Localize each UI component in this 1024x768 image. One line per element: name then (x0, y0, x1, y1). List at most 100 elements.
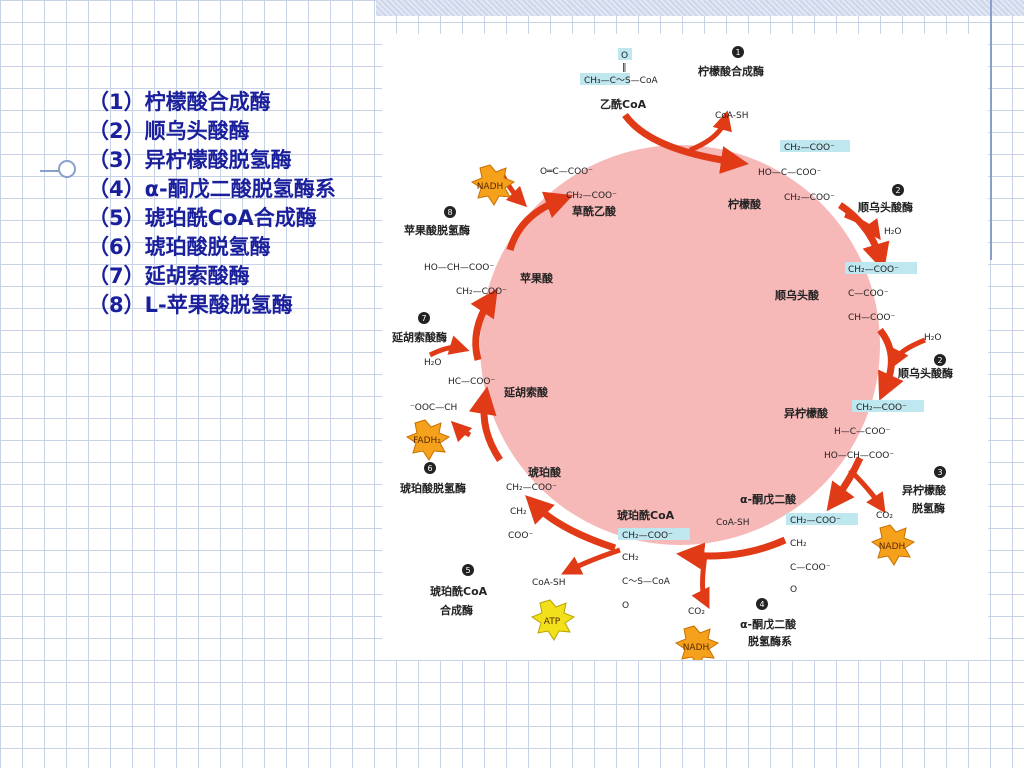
tca-cycle-diagram: NADH FADH₂ NADH NADH ATP 1 2 2 3 4 5 6 7… (382, 34, 988, 667)
citrate-line-2: HO—C—COO⁻ (758, 168, 822, 178)
arrow-step-1 (622, 112, 749, 174)
nadh-star-3 (870, 524, 916, 566)
fadh2-star (405, 419, 451, 461)
byproduct-h2o-fum: H₂O (424, 358, 441, 368)
scoa-line-1: CH₂—COO⁻ (622, 531, 673, 541)
arrow-fadh2-out (450, 420, 473, 443)
arrow-h2o-in (890, 337, 926, 369)
malate-line-2: CH₂—COO⁻ (456, 287, 507, 297)
byproduct-co2-2: CO₂ (688, 607, 705, 617)
enzyme-label-4a: α-酮戊二酸 (740, 617, 797, 631)
enzyme-item-2: （2）顺乌头酸酶 (88, 117, 348, 146)
byproduct-h2o-out: H₂O (884, 227, 901, 237)
enzyme-label-3a: 异柠檬酸 (902, 483, 947, 497)
succinate-line-1: CH₂—COO⁻ (506, 483, 557, 493)
enzyme-number: （4） (88, 176, 145, 201)
metabolite-citrate: 柠檬酸 (728, 197, 762, 211)
nadh-label-8: NADH (477, 182, 504, 192)
step-num-5: 5 (465, 566, 470, 575)
enzyme-name: 柠檬酸合成酶 (144, 90, 271, 114)
acetyl-o: O (621, 51, 628, 61)
cis-line-1: CH₂—COO⁻ (848, 265, 899, 275)
succinate-line-3: COO⁻ (508, 531, 533, 541)
fadh2-label: FADH₂ (413, 436, 441, 446)
nadh-label-3: NADH (879, 542, 906, 552)
cycle-center-circle (480, 145, 880, 545)
header-pattern-band (376, 0, 1024, 16)
enzyme-labels: 柠檬酸合成酶 顺乌头酸酶 顺乌头酸酶 异柠檬酸 脱氢酶 α-酮戊二酸 脱氢酶系 … (391, 64, 953, 648)
iso-line-2: H—C—COO⁻ (834, 427, 891, 437)
cis-highlight (845, 262, 917, 274)
step-num-4: 4 (759, 600, 764, 609)
akg-line-2: CH₂ (790, 539, 807, 549)
akg-line-4: O (790, 585, 797, 595)
tca-cycle-svg: NADH FADH₂ NADH NADH ATP 1 2 2 3 4 5 6 7… (391, 46, 953, 667)
oaa-line-1: O═C—COO⁻ (540, 167, 593, 177)
atp-label: ATP (544, 617, 561, 627)
enzyme-label-2a: 顺乌头酸酶 (858, 200, 913, 214)
enzyme-item-7: （7）延胡索酸酶 (88, 262, 348, 291)
arrow-step-6 (468, 386, 503, 462)
enzyme-name: α-酮戊二酸脱氢酶系 (144, 176, 336, 201)
step-badge-7 (418, 312, 430, 324)
iso-highlight (852, 400, 924, 412)
enzyme-name: L-苹果酸脱氢酶 (144, 292, 293, 317)
enzyme-item-5: （5）琥珀酰CoA合成酶 (88, 204, 348, 233)
cis-line-2: C—COO⁻ (848, 289, 889, 299)
structural-formulas: O ‖ CH₃—C～S—CoA CH₂—COO⁻ HO—C—COO⁻ CH₂—C… (410, 48, 924, 611)
arrow-co2-out-2 (691, 554, 710, 609)
arrow-step-8 (506, 191, 574, 252)
step-number-badges (418, 46, 946, 610)
metabolite-isocitrate: 异柠檬酸 (784, 406, 829, 420)
succinate-line-2: CH₂ (510, 507, 527, 517)
metabolite-fumarate: 延胡索酸 (503, 385, 549, 399)
enzyme-number: （1） (88, 90, 145, 114)
scoa-line-4: O (622, 601, 629, 611)
enzyme-number: （8） (88, 292, 145, 317)
step-badge-6 (424, 462, 436, 474)
enzyme-number: （7） (88, 263, 145, 288)
step-badge-8 (444, 206, 456, 218)
metabolite-succinyl-coa: 琥珀酰CoA (617, 508, 675, 522)
cis-line-3: CH—COO⁻ (848, 313, 896, 323)
citrate-highlight (780, 140, 850, 152)
enzyme-label-2b: 顺乌头酸酶 (898, 366, 953, 380)
enzyme-item-4: （4）α-酮戊二酸脱氢酶系 (88, 175, 348, 204)
enzyme-list: （1）柠檬酸合成酶 （2）顺乌头酸酶 （3）异柠檬酸脱氢酶 （4）α-酮戊二酸脱… (88, 88, 348, 320)
byproduct-coash-1: CoA-SH (715, 111, 748, 121)
side-arrows (428, 110, 926, 609)
metabolite-malate: 苹果酸 (520, 271, 554, 285)
byproduct-labels: CoA-SH H₂O H₂O CO₂ CoA-SH CO₂ CoA-SH H₂O (424, 111, 941, 617)
citrate-line-3: CH₂—COO⁻ (784, 193, 835, 203)
enzyme-number: （3） (88, 147, 145, 172)
arrow-co2-out-1 (848, 468, 886, 514)
byproduct-h2o-in: H₂O (924, 333, 941, 343)
arrow-step-2b (877, 327, 904, 401)
iso-line-1: CH₂—COO⁻ (856, 403, 907, 413)
step-badge-3 (934, 466, 946, 478)
arrow-step-3 (826, 456, 864, 512)
acetyl-highlight (580, 73, 630, 85)
metabolite-acetyl-coa: 乙酰CoA (600, 97, 647, 111)
akg-line-1: CH₂—COO⁻ (790, 516, 841, 526)
step-number-texts: 1 2 2 3 4 5 6 7 8 (421, 48, 942, 609)
enzyme-item-6: （6）琥珀酸脱氢酶 (88, 233, 348, 262)
enzyme-number: （5） (88, 205, 145, 230)
arrow-step-4 (676, 536, 787, 571)
acetyl-formula: CH₃—C～S—CoA (584, 76, 658, 86)
scoa-highlight (618, 528, 690, 540)
step-badge-1 (732, 46, 744, 58)
enzyme-label-7: 延胡索酸酶 (391, 330, 447, 344)
akg-line-3: C—COO⁻ (790, 563, 831, 573)
acetyl-double-bond: ‖ (622, 63, 627, 73)
decorative-horizontal-line (40, 170, 70, 172)
enzyme-name: 延胡索酸酶 (144, 263, 250, 288)
malate-line-1: HO—CH—COO⁻ (424, 263, 494, 273)
fumarate-line-2: ⁻OOC—CH (410, 403, 457, 413)
citrate-line-1: CH₂—COO⁻ (784, 143, 835, 153)
enzyme-number: （6） (88, 234, 145, 259)
step-badge-2b (934, 354, 946, 366)
enzyme-item-8: （8）L-苹果酸脱氢酶 (88, 291, 348, 320)
akg-highlight (786, 513, 858, 525)
arrow-h2o-out (844, 212, 881, 241)
